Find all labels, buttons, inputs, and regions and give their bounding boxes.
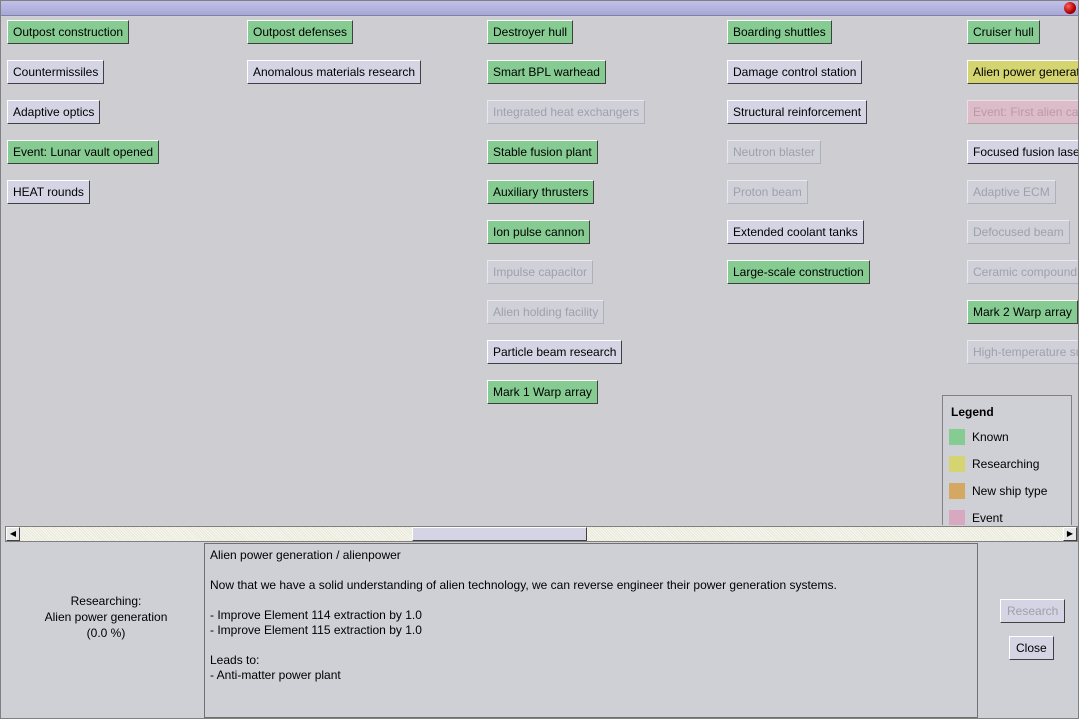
tech-button[interactable]: Damage control station	[727, 60, 863, 84]
legend-label: Known	[972, 430, 1009, 444]
status-progress: (0.0 %)	[86, 626, 126, 640]
tech-button[interactable]: Ion pulse cannon	[487, 220, 591, 244]
tech-button[interactable]: Mark 2 Warp array	[967, 300, 1078, 324]
tech-button[interactable]: Mark 1 Warp array	[487, 380, 598, 404]
description-line: Alien power generation / alienpower	[210, 548, 401, 562]
scroll-right-arrow-icon[interactable]: ▶	[1063, 527, 1077, 541]
legend-label: Event	[972, 511, 1003, 525]
tech-button[interactable]: Cruiser hull	[967, 20, 1040, 44]
legend-label: New ship type	[972, 484, 1048, 498]
description-line: - Improve Element 114 extraction by 1.0	[210, 608, 422, 622]
tech-button[interactable]: Adaptive optics	[7, 100, 101, 124]
description-line: - Improve Element 115 extraction by 1.0	[210, 623, 422, 637]
legend-swatch	[949, 483, 965, 499]
research-button[interactable]: Research	[1000, 599, 1066, 623]
tech-button[interactable]: Anomalous materials research	[247, 60, 422, 84]
tech-button[interactable]: Stable fusion plant	[487, 140, 598, 164]
description-line	[210, 638, 972, 653]
description-line	[210, 563, 972, 578]
tech-button[interactable]: Ceramic compound	[967, 260, 1078, 284]
tech-button[interactable]: Alien holding facility	[487, 300, 605, 324]
tech-button[interactable]: Large-scale construction	[727, 260, 870, 284]
tech-button[interactable]: Focused fusion laser	[967, 140, 1078, 164]
close-button[interactable]: Close	[1009, 636, 1054, 660]
status-tech: Alien power generation	[44, 610, 168, 624]
tech-button[interactable]: Proton beam	[727, 180, 808, 204]
status-label: Researching:	[70, 594, 142, 608]
tech-button[interactable]: Destroyer hull	[487, 20, 574, 44]
legend-title: Legend	[951, 405, 994, 419]
tech-button[interactable]: Smart BPL warhead	[487, 60, 606, 84]
description-line: Now that we have a solid understanding o…	[210, 578, 837, 592]
description-line: Leads to:	[210, 653, 260, 667]
tech-button[interactable]: Outpost construction	[7, 20, 130, 44]
tech-button[interactable]: Defocused beam	[967, 220, 1070, 244]
tech-button[interactable]: Alien power generation	[967, 60, 1078, 84]
tech-button[interactable]: Extended coolant tanks	[727, 220, 864, 244]
horizontal-scrollbar[interactable]: ◀ ▶	[5, 526, 1078, 542]
scrollbar-thumb[interactable]	[412, 527, 587, 541]
tech-button[interactable]: Integrated heat exchangers	[487, 100, 646, 124]
tech-button[interactable]: HEAT rounds	[7, 180, 90, 204]
tech-button[interactable]: Structural reinforcement	[727, 100, 868, 124]
tech-button[interactable]: Adaptive ECM	[967, 180, 1056, 204]
tech-button[interactable]: Particle beam research	[487, 340, 623, 364]
legend-label: Researching	[972, 457, 1040, 471]
close-window-icon[interactable]	[1064, 2, 1076, 14]
legend-swatch	[949, 510, 965, 525]
tech-button[interactable]: High-temperature superconductors	[967, 340, 1078, 364]
title-bar	[1, 1, 1078, 16]
description-line	[210, 593, 972, 608]
tech-button[interactable]: Event: Lunar vault opened	[7, 140, 160, 164]
tech-button[interactable]: Countermissiles	[7, 60, 105, 84]
scroll-left-arrow-icon[interactable]: ◀	[6, 527, 20, 541]
description-line: - Anti-matter power plant	[210, 668, 341, 682]
tech-button[interactable]: Neutron blaster	[727, 140, 822, 164]
tech-button[interactable]: Auxiliary thrusters	[487, 180, 595, 204]
tech-button[interactable]: Event: First alien capture	[967, 100, 1078, 124]
tech-button[interactable]: Impulse capacitor	[487, 260, 594, 284]
research-status: Researching: Alien power generation (0.0…	[1, 593, 211, 641]
legend-swatch	[949, 429, 965, 445]
tech-button[interactable]: Outpost defenses	[247, 20, 354, 44]
legend-swatch	[949, 456, 965, 472]
tech-button[interactable]: Boarding shuttles	[727, 20, 832, 44]
